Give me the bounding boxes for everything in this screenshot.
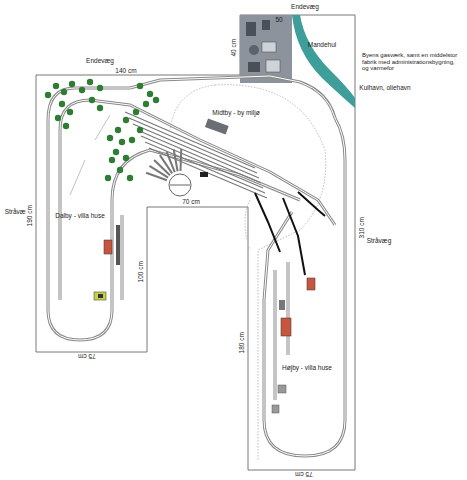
wall-label: Stråvæg xyxy=(367,237,392,244)
dimension: 70 cm xyxy=(182,198,200,205)
turntable xyxy=(169,174,191,196)
area-label: Mandehul xyxy=(308,41,337,48)
trees xyxy=(45,79,159,181)
board-outline xyxy=(36,15,355,470)
river xyxy=(292,15,355,108)
dimension: 40 cm xyxy=(230,39,237,57)
dimension: 50 xyxy=(275,16,282,23)
dimension: 75 cm xyxy=(295,471,313,478)
area-label: Højby - villa huse xyxy=(282,364,332,371)
station-yard xyxy=(125,112,267,198)
gasworks-area xyxy=(240,15,292,83)
wall-label: Endevæg xyxy=(86,57,114,64)
wall-label: Endevæg xyxy=(291,3,319,10)
dimension: 140 cm xyxy=(115,67,136,74)
area-note: Kulhavn, oliehavn xyxy=(359,84,410,91)
dimension: 310 cm xyxy=(358,217,365,238)
dimension: 100 cm xyxy=(137,261,144,282)
area-label: Dalby - villa huse xyxy=(55,212,105,219)
track xyxy=(48,76,345,456)
dimension: 180 cm xyxy=(238,332,245,353)
track-inner xyxy=(48,76,345,456)
area-label: Midtby - by miljø xyxy=(212,109,259,116)
dimension: 75 cm xyxy=(78,353,96,360)
building xyxy=(205,118,229,134)
area-note: Byens gasværk, samt en middelstor fabrik… xyxy=(362,52,462,73)
dimension: 190 cm xyxy=(26,205,33,226)
siding xyxy=(255,192,325,275)
